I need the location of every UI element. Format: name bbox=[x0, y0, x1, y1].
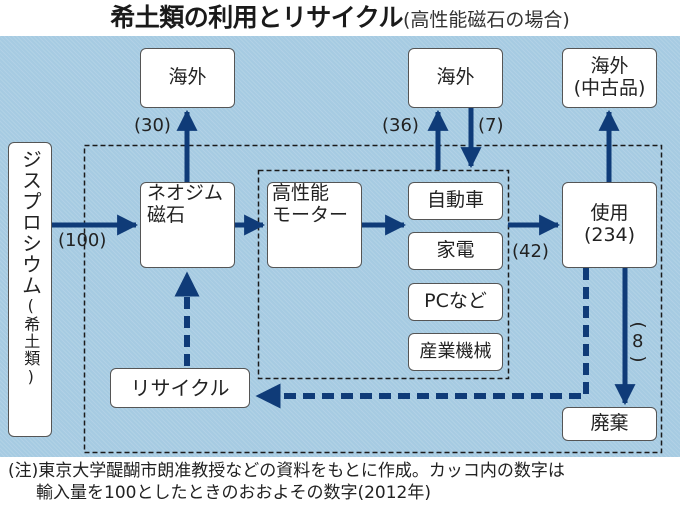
magnet-line2: 磁石 bbox=[147, 203, 186, 226]
product-box-pc: PCなど bbox=[408, 283, 503, 321]
product-box-car: 自動車 bbox=[408, 182, 503, 220]
overseas-label: 海外 bbox=[168, 66, 207, 89]
title-sub: (高性能磁石の場合) bbox=[402, 9, 570, 31]
motor-line1: 高性能 bbox=[272, 182, 330, 204]
product-label: 自動車 bbox=[426, 189, 484, 212]
label-disposal: ( 8 ) bbox=[627, 318, 649, 366]
usage-line1: 使用 bbox=[590, 202, 629, 225]
motor-line2: モーター bbox=[272, 203, 349, 226]
overseas-box-2: 海外 bbox=[408, 48, 503, 108]
product-box-appliance: 家電 bbox=[408, 232, 503, 270]
footnote: (注)東京大学醍醐市朗准教授などの資料をもとに作成。カッコ内の数字は 輸入量を1… bbox=[8, 460, 565, 504]
overseas-label: 海外 bbox=[436, 66, 475, 89]
overseas-box-1: 海外 bbox=[140, 48, 235, 108]
product-box-industrial: 産業機械 bbox=[408, 333, 503, 371]
magnet-box: ネオジム 磁石 bbox=[140, 182, 235, 268]
arrow-usage-recycle bbox=[255, 268, 589, 409]
label-import: (100) bbox=[58, 230, 107, 251]
source-box: ジスプロシウム(希土類) bbox=[8, 142, 52, 437]
footnote-line1: (注)東京大学醍醐市朗准教授などの資料をもとに作成。カッコ内の数字は bbox=[8, 461, 565, 481]
source-sub: (希土類) bbox=[21, 296, 41, 387]
usage-line2: (234) bbox=[583, 224, 636, 246]
label-disposal-open: ( bbox=[627, 321, 649, 329]
motor-box: 高性能 モーター bbox=[267, 182, 362, 268]
label-disposal-value: 8 bbox=[632, 331, 644, 352]
product-label: PCなど bbox=[424, 290, 487, 313]
inner-boundary bbox=[257, 169, 510, 380]
overseas-used-box: 海外 (中古品) bbox=[562, 48, 657, 108]
recycle-box: リサイクル bbox=[110, 368, 250, 408]
recycle-label: リサイクル bbox=[130, 375, 230, 400]
source-label: ジスプロシウム bbox=[18, 149, 43, 296]
overseas-used-line1: 海外 bbox=[590, 55, 629, 78]
label-products-import: (7) bbox=[478, 115, 504, 136]
label-disposal-close: ) bbox=[627, 355, 649, 363]
disposal-label: 廃棄 bbox=[590, 412, 629, 435]
outer-boundary bbox=[83, 144, 663, 454]
product-label: 家電 bbox=[436, 239, 475, 262]
footnote-line2: 輸入量を100としたときのおおよその数字(2012年) bbox=[36, 483, 431, 503]
label-to-usage: (42) bbox=[512, 241, 549, 262]
magnet-line1: ネオジム bbox=[147, 182, 224, 204]
diagram-title: 希土類の利用とリサイクル(高性能磁石の場合) bbox=[0, 0, 680, 36]
title-main: 希土類の利用とリサイクル bbox=[110, 3, 403, 32]
product-label: 産業機械 bbox=[419, 340, 492, 362]
label-magnet-export: (30) bbox=[134, 115, 171, 136]
overseas-used-line2: (中古品) bbox=[573, 77, 646, 99]
label-products-export: (36) bbox=[382, 115, 419, 136]
usage-box: 使用 (234) bbox=[562, 182, 657, 268]
disposal-box: 廃棄 bbox=[562, 407, 657, 441]
